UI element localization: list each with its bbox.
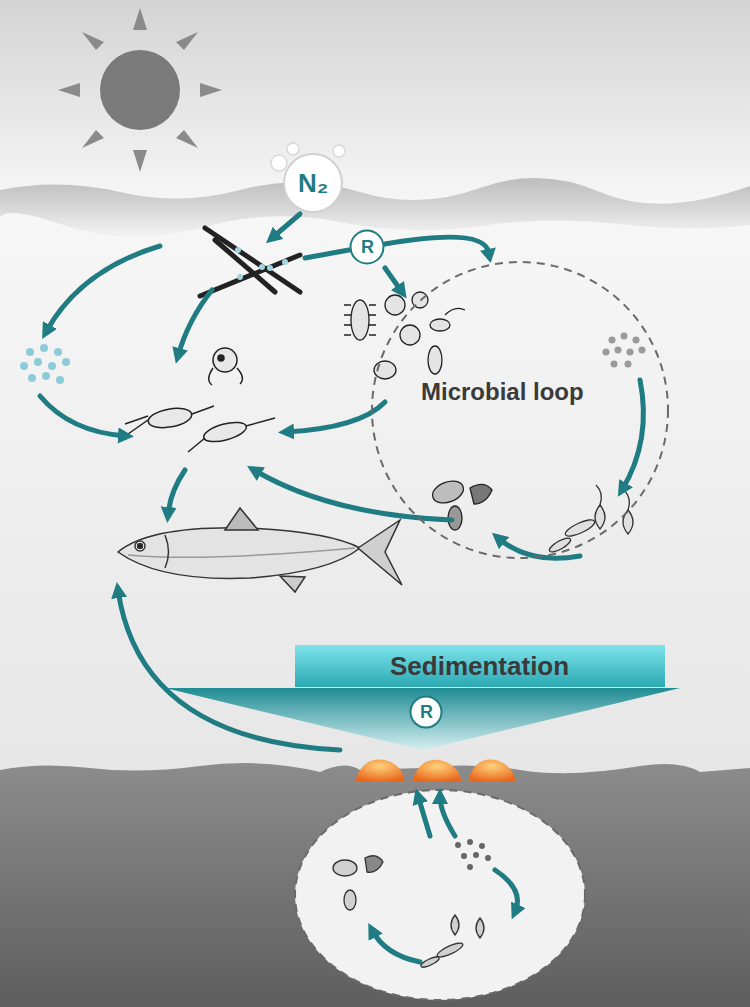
node-label: R bbox=[361, 237, 374, 258]
microbial-loop-outline bbox=[370, 260, 670, 560]
sedimentation-arrow: SedimentationR bbox=[165, 645, 680, 750]
node-label: N₂ bbox=[298, 168, 328, 199]
remineralisation-circle: R bbox=[349, 229, 385, 265]
node-label: R bbox=[420, 702, 433, 723]
region-label: Microbial loop bbox=[421, 378, 584, 406]
microbial-loop: Microbial loop bbox=[370, 260, 670, 560]
region-label: Sedimentation bbox=[390, 651, 569, 682]
remineralisation-circle: R bbox=[409, 695, 443, 729]
flow-arrow bbox=[385, 237, 496, 263]
nitrogen-bubble: N₂ bbox=[283, 153, 343, 213]
